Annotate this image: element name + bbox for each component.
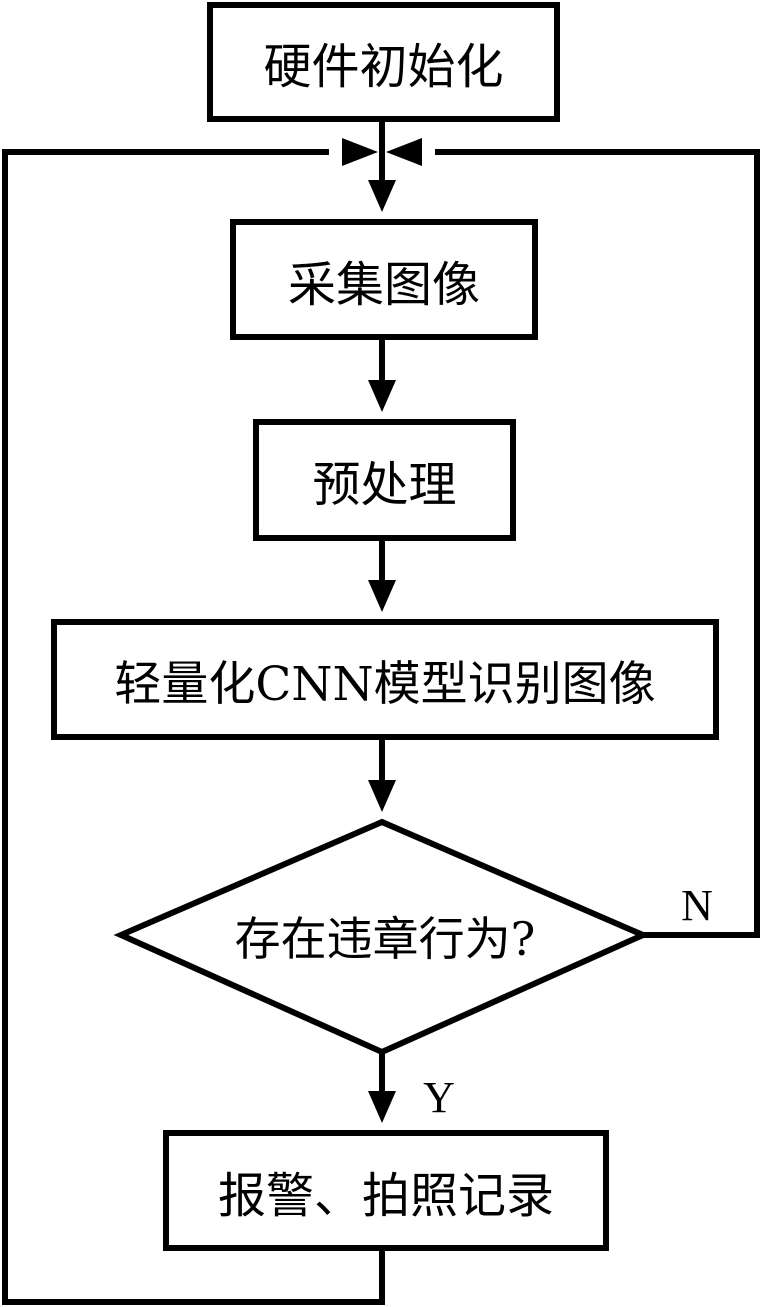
arrowhead-merge-right <box>386 138 422 166</box>
branch-no-label: N <box>681 880 713 930</box>
arrowhead-to-decision <box>368 780 396 812</box>
arrowhead-to-capture <box>368 180 396 212</box>
alarm-step-label: 报警、拍照记录 <box>217 1167 554 1224</box>
init-step-label: 硬件初始化 <box>263 39 504 95</box>
arrowhead-merge-left <box>342 138 378 166</box>
preprocess-step-label: 预处理 <box>312 457 457 513</box>
decision-label: 存在违章行为? <box>234 912 536 966</box>
alarm-box <box>163 1130 609 1251</box>
arrowhead-to-preprocess <box>368 380 396 412</box>
loop-line-alarm <box>2 149 385 1305</box>
loop-line-no <box>435 149 760 938</box>
arrowhead-to-recognize <box>368 580 396 612</box>
branch-yes-label: Y <box>423 1072 455 1122</box>
arrowhead-to-alarm <box>368 1091 396 1123</box>
recognize-step-label: 轻量化CNN模型识别图像 <box>114 657 656 712</box>
capture-step-label: 采集图像 <box>287 256 480 313</box>
